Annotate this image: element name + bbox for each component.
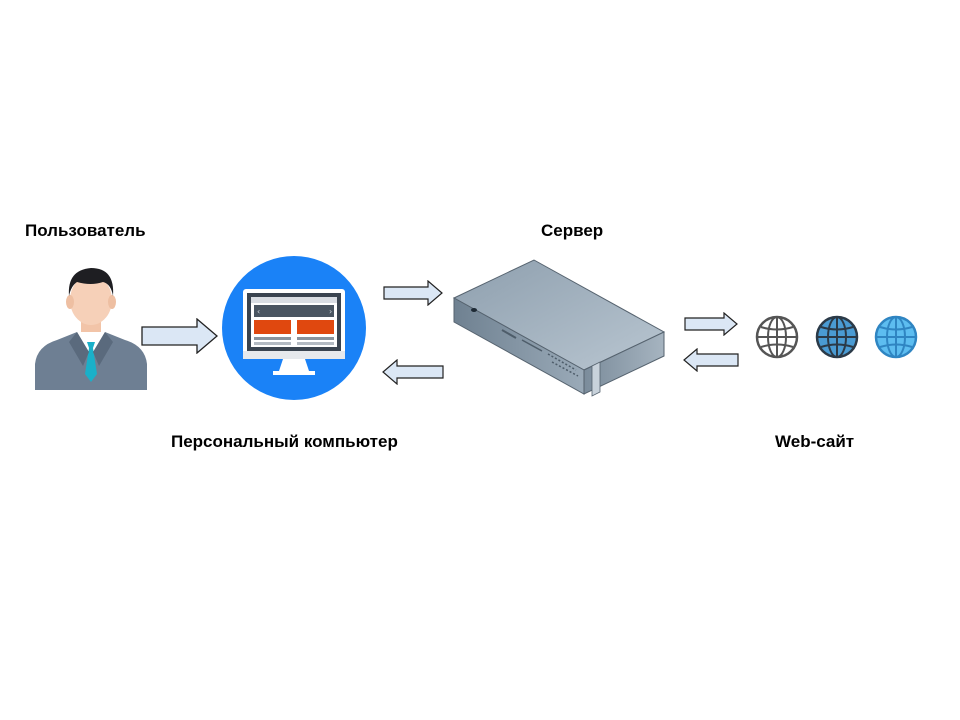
svg-text:›: › [329, 307, 332, 316]
monitor-icon: ‹ › [221, 255, 367, 401]
globe-icon [815, 315, 859, 359]
globe-icon [755, 315, 799, 359]
server-label: Сервер [541, 221, 604, 240]
globe-icon [874, 315, 918, 359]
arrow-user-to-pc [141, 318, 219, 354]
pc-label: Персональный компьютер [171, 432, 398, 451]
arrow-pc-to-server [383, 280, 443, 306]
arrow-website-to-server [683, 348, 739, 372]
user-label: Пользователь [25, 221, 146, 240]
user-avatar-icon [33, 264, 149, 390]
website-label: Web-сайт [775, 432, 855, 451]
rack-server-icon [452, 258, 668, 400]
svg-text:‹: ‹ [257, 307, 260, 316]
arrow-server-to-pc [382, 359, 444, 385]
arrow-server-to-website [684, 312, 738, 336]
